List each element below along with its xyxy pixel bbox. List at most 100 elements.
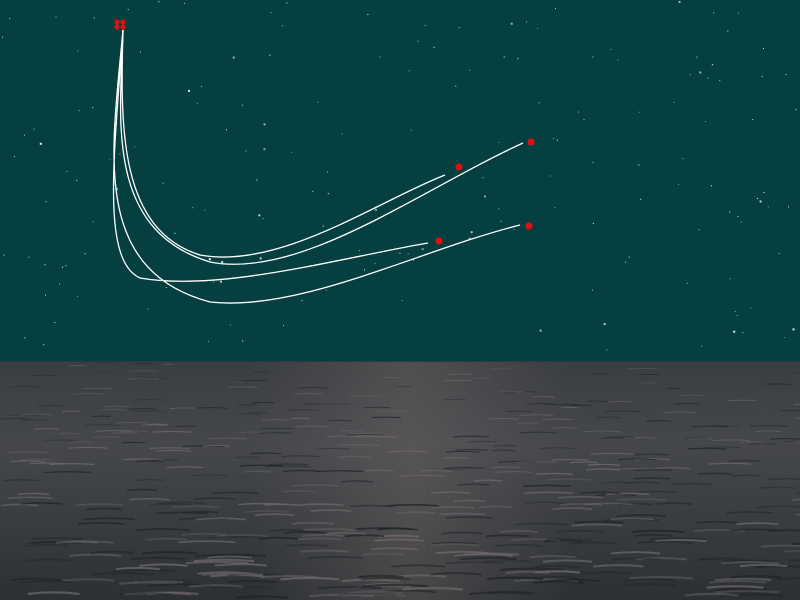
- wave-ripple: [282, 489, 315, 493]
- wave-ripple: [519, 414, 554, 416]
- star: [39, 142, 42, 145]
- star: [213, 281, 215, 283]
- wave-ripple: [20, 580, 74, 584]
- wave-ripple: [634, 533, 673, 537]
- star: [76, 179, 78, 181]
- wave-ripple: [726, 511, 773, 514]
- wave-ripple: [655, 502, 692, 505]
- wave-ripple: [300, 549, 349, 553]
- wave-ripple: [750, 425, 789, 427]
- wave-ripple: [663, 411, 695, 414]
- wave-ripple: [690, 425, 728, 428]
- wave-ripple: [497, 460, 536, 463]
- wave-ripple: [344, 534, 385, 538]
- wave-ripple: [147, 537, 188, 541]
- wave-ripple: [374, 538, 425, 542]
- wave-ripple: [362, 552, 404, 556]
- sea-reflection: [250, 362, 570, 600]
- star: [750, 307, 752, 309]
- wave-ripple: [557, 529, 605, 533]
- star: [625, 261, 627, 263]
- wave-ripple: [32, 540, 82, 545]
- star: [424, 25, 426, 26]
- wave-ripple: [505, 570, 550, 575]
- wave-ripple: [514, 522, 568, 526]
- star: [719, 79, 721, 81]
- wave-ripple: [149, 447, 190, 450]
- wave-ripple: [794, 403, 800, 406]
- star: [752, 119, 754, 120]
- wave-ripple: [131, 556, 186, 561]
- wave-ripple: [491, 449, 516, 452]
- star: [538, 102, 540, 104]
- wave-ripple: [460, 556, 517, 561]
- wave-ripple: [265, 465, 311, 468]
- wave-ripple: [340, 480, 374, 483]
- wave-ripple: [792, 498, 800, 501]
- wave-ripple: [298, 537, 341, 541]
- star: [678, 184, 679, 186]
- wave-ripple: [213, 491, 259, 495]
- wave-ripple: [546, 578, 602, 583]
- wave-ripple: [135, 579, 184, 584]
- wave-ripple: [474, 479, 503, 482]
- wave-ripple: [175, 425, 197, 428]
- star: [359, 250, 360, 252]
- wave-ripple: [535, 472, 574, 475]
- wave-ripple: [435, 550, 489, 555]
- star: [33, 128, 35, 130]
- wave-ripple: [387, 450, 427, 453]
- star: [201, 86, 203, 88]
- wave-ripple: [748, 443, 778, 445]
- wave-ripple: [486, 590, 535, 595]
- wave-ripple: [453, 435, 490, 438]
- star: [2, 36, 3, 38]
- wave-ripple: [730, 575, 782, 579]
- wave-ripple: [708, 462, 752, 465]
- wave-ripple: [356, 436, 398, 438]
- wave-ripple: [595, 416, 622, 419]
- wave-ripple: [787, 559, 800, 562]
- origin-marker-3: [114, 24, 120, 30]
- wave-ripple: [208, 535, 266, 539]
- wave-ripple: [600, 481, 638, 484]
- wave-ripple: [111, 432, 138, 434]
- wave-ripple: [795, 417, 800, 420]
- star: [421, 248, 424, 251]
- wave-ripple: [327, 419, 352, 422]
- wave-ripple: [123, 458, 164, 461]
- wave-ripple: [203, 444, 230, 447]
- wave-ripple: [149, 459, 179, 462]
- wave-ripple: [31, 537, 84, 541]
- wave-ripple: [8, 451, 49, 454]
- wave-ripple: [584, 502, 633, 506]
- star: [740, 221, 742, 223]
- wave-ripple: [139, 563, 188, 567]
- wave-ripple: [193, 558, 255, 563]
- wave-ripple: [532, 396, 555, 398]
- wave-ripple: [645, 420, 671, 422]
- wave-ripple: [147, 583, 212, 587]
- wave-ripple: [606, 492, 650, 496]
- wave-ripple: [126, 488, 158, 492]
- wave-ripple: [281, 455, 321, 458]
- wave-ripple: [649, 537, 707, 541]
- wave-ripple: [303, 403, 321, 405]
- wave-ripple: [347, 433, 382, 435]
- star: [526, 21, 528, 23]
- wave-ripple: [182, 445, 224, 448]
- wave-ripple: [126, 408, 159, 410]
- star: [55, 16, 57, 18]
- wave-ripple: [624, 481, 662, 484]
- wave-ripple: [49, 463, 95, 466]
- wave-ripple: [348, 395, 383, 397]
- wave-ripple: [569, 541, 618, 545]
- trajectory-2: [121, 29, 446, 258]
- star: [742, 332, 744, 334]
- star: [109, 159, 111, 161]
- wave-ripple: [70, 441, 94, 444]
- wave-ripple: [11, 577, 60, 582]
- star: [241, 104, 243, 106]
- star: [92, 221, 94, 223]
- wave-ripple: [395, 511, 436, 515]
